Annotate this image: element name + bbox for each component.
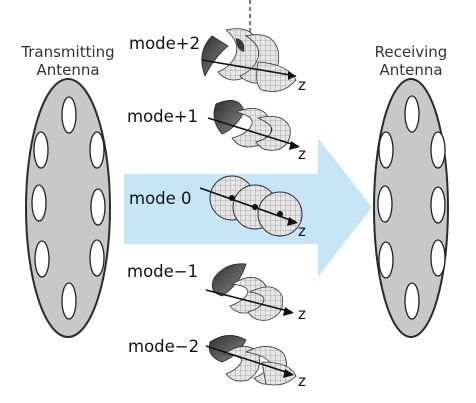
transmitting-title-line2: Antenna bbox=[36, 61, 100, 79]
mode-label-plus-2: mode+2 bbox=[129, 34, 201, 53]
axis-label-mode-plus-2: z bbox=[298, 76, 306, 94]
antenna-element bbox=[34, 240, 50, 278]
antenna-element bbox=[404, 282, 420, 320]
transmitting-antenna-title: Transmitting Antenna bbox=[5, 43, 131, 79]
antenna-element bbox=[404, 95, 420, 133]
receiving-antenna bbox=[373, 78, 449, 338]
receiving-title-line2: Antenna bbox=[379, 61, 443, 79]
axis-label-mode-minus-1: z bbox=[298, 305, 306, 323]
mode-label-minus-1: mode−1 bbox=[127, 262, 199, 281]
antenna-element bbox=[430, 239, 446, 277]
wavefront-mode-minus-2 bbox=[205, 335, 297, 386]
antenna-element bbox=[89, 131, 105, 169]
transmitting-antenna bbox=[25, 78, 111, 338]
antenna-element bbox=[89, 239, 105, 277]
antenna-element bbox=[33, 131, 49, 169]
antenna-element bbox=[61, 282, 77, 320]
axis-label-mode-minus-2: z bbox=[298, 372, 306, 390]
wavefront-mode-minus-1 bbox=[205, 263, 294, 321]
axis-label-mode-plus-1: z bbox=[298, 145, 306, 163]
axis-label-mode-0: z bbox=[298, 222, 306, 240]
receiving-title-line1: Receiving bbox=[374, 43, 448, 61]
wavefront-mode-0 bbox=[199, 175, 303, 237]
transmitting-title-line1: Transmitting bbox=[21, 43, 115, 61]
antenna-element bbox=[31, 184, 47, 222]
mode-label-plus-1: mode+1 bbox=[127, 107, 199, 126]
antenna-element bbox=[430, 131, 446, 169]
receiving-antenna-title: Receiving Antenna bbox=[356, 43, 466, 79]
antenna-element bbox=[90, 188, 106, 226]
mode-label-minus-2: mode−2 bbox=[128, 337, 200, 356]
antenna-element bbox=[377, 185, 393, 223]
wavefront-mode-plus-1 bbox=[207, 100, 300, 151]
wavefront-mode-plus-2 bbox=[201, 28, 297, 93]
antenna-element bbox=[378, 131, 394, 169]
antenna-element bbox=[61, 96, 77, 134]
antenna-element bbox=[378, 241, 394, 279]
mode-label-0: mode 0 bbox=[129, 189, 192, 208]
antenna-element bbox=[430, 186, 446, 224]
